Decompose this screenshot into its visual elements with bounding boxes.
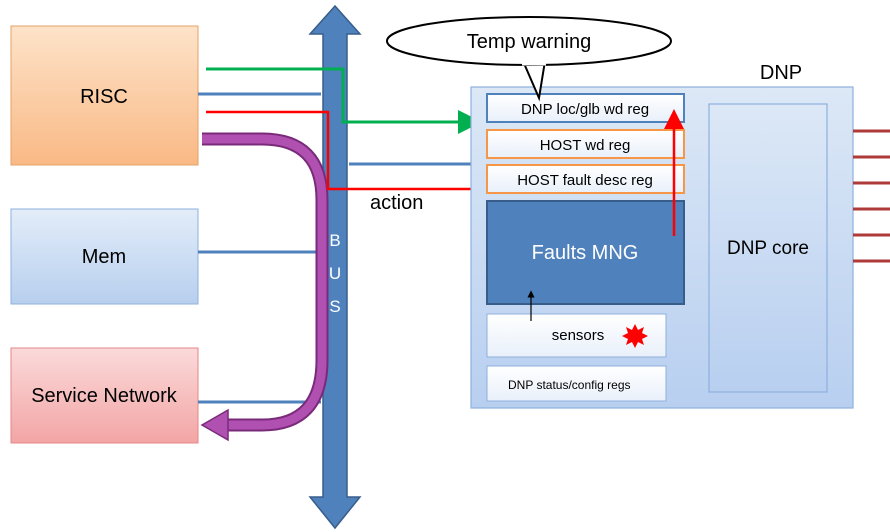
dnp-core-block: DNP core bbox=[708, 103, 828, 393]
status-config-regs: DNP status/config regs bbox=[486, 365, 667, 402]
dnp-core-label: DNP core bbox=[727, 238, 809, 259]
action-label: action bbox=[370, 192, 423, 214]
host-wd-reg-label: HOST wd reg bbox=[540, 137, 631, 154]
glb-wd-reg-label: DNP loc/glb wd reg bbox=[521, 101, 649, 118]
mem-label: Mem bbox=[82, 246, 126, 268]
bus-arrow: B U S bbox=[308, 4, 362, 530]
faults-mng-block: Faults MNG bbox=[486, 200, 685, 305]
mem-block: Mem bbox=[10, 208, 199, 305]
bus-letter-b: B bbox=[329, 231, 340, 250]
purple-return-arrow bbox=[200, 132, 329, 442]
host-wd-reg: HOST wd reg bbox=[486, 129, 685, 159]
sensors-label: sensors bbox=[552, 327, 605, 344]
red-starburst-icon bbox=[622, 324, 648, 348]
host-fault-desc-reg: HOST fault desc reg bbox=[486, 164, 685, 194]
bus-connections bbox=[198, 92, 471, 404]
status-config-regs-label: DNP status/config regs bbox=[508, 378, 631, 392]
service-network-block: Service Network bbox=[10, 347, 199, 444]
temp-warning-callout: Temp warning bbox=[386, 16, 672, 102]
green-arrow bbox=[206, 67, 482, 134]
risc-block: RISC bbox=[10, 25, 199, 166]
service-network-label: Service Network bbox=[31, 385, 178, 407]
bus-letter-s: S bbox=[329, 297, 340, 316]
temp-warning-text: Temp warning bbox=[467, 31, 592, 53]
dnp-output-links bbox=[853, 129, 890, 263]
dnp-title: DNP bbox=[760, 62, 802, 84]
faults-mng-label: Faults MNG bbox=[532, 242, 639, 264]
risc-label: RISC bbox=[80, 86, 128, 108]
bus-letter-u: U bbox=[329, 264, 341, 283]
host-fault-desc-reg-label: HOST fault desc reg bbox=[517, 172, 653, 189]
red-action-arrow bbox=[206, 110, 510, 391]
glb-wd-reg: DNP loc/glb wd reg bbox=[486, 93, 685, 123]
